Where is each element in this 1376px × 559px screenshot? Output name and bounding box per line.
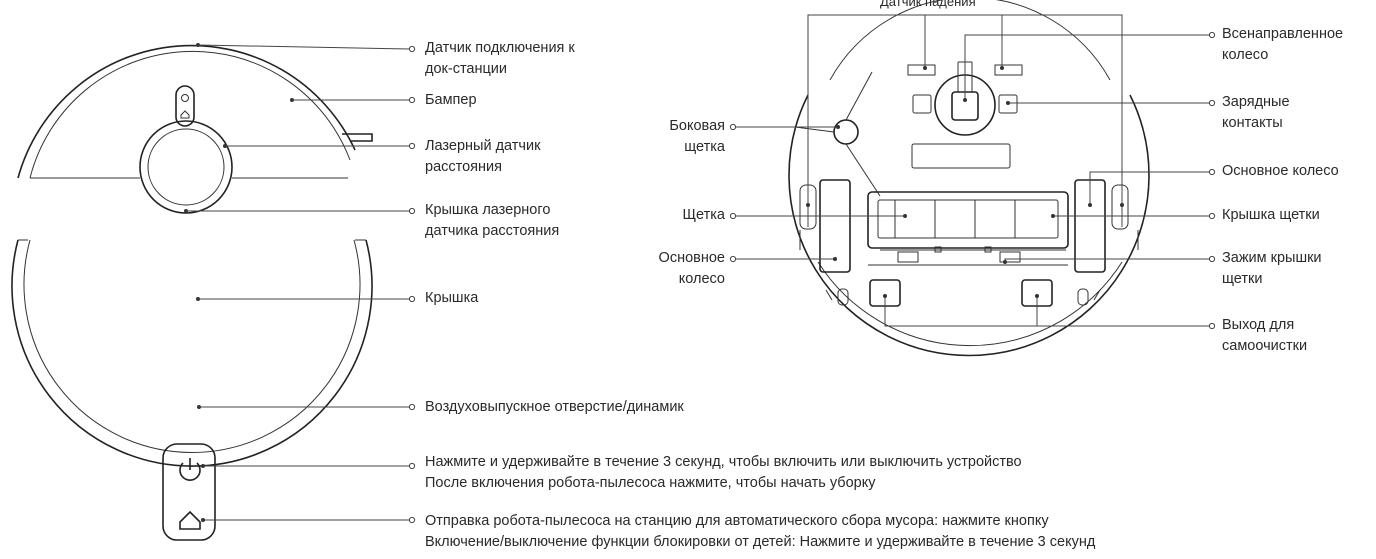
label-air-outlet: Воздуховыпускное отверстие/динамик	[425, 397, 684, 418]
label-line: После включения робота-пылесоса нажмите,…	[425, 475, 876, 491]
label-line: Воздуховыпускное отверстие/динамик	[425, 399, 684, 415]
side-brush-hub	[833, 119, 859, 145]
label-line: док-станции	[425, 61, 508, 77]
label-line: Зарядные	[1222, 94, 1290, 110]
bumper-tab	[342, 133, 373, 142]
label-brush-cover-clip: Зажим крышки щетки	[1222, 248, 1322, 290]
bottom-body-outline	[788, 94, 1150, 357]
bumper-inner	[23, 239, 361, 453]
pill-power-dot	[181, 94, 189, 102]
label-cover: Крышка	[425, 288, 478, 309]
bottom-view-robot	[788, 0, 1150, 357]
label-plate	[911, 143, 1011, 169]
label-line: Щетка	[682, 207, 725, 223]
bottom-body-inner	[829, 0, 1111, 81]
main-wheel-left	[819, 179, 851, 273]
label-line: Включение/выключение функции блокировки …	[425, 534, 1096, 550]
label-main-wheel-right: Основное колесо	[1222, 161, 1339, 182]
button-panel-outline	[162, 443, 216, 541]
label-self-clean-outlet: Выход для самоочистки	[1222, 315, 1307, 357]
label-line: щетка	[684, 139, 725, 155]
laser-sensor-inner	[147, 128, 225, 206]
label-line: Датчик падения	[880, 0, 976, 9]
label-line: Крышка щетки	[1222, 207, 1320, 223]
power-button-description: Нажмите и удерживайте в течение 3 секунд…	[425, 452, 1022, 494]
button-pill	[175, 85, 195, 127]
bottom-view-leaders	[729, 14, 1216, 330]
label-brush: Щетка	[682, 205, 725, 226]
label-line: колесо	[678, 271, 725, 287]
charging-contact-left	[912, 94, 932, 114]
power-icon	[179, 458, 201, 481]
label-line: Отправка робота-пылесоса на станцию для …	[425, 513, 1049, 529]
label-bumper: Бампер	[425, 90, 477, 111]
laser-sensor-outer	[139, 120, 233, 214]
label-line: датчика расстояния	[425, 223, 560, 239]
label-line: Крышка	[425, 290, 479, 306]
label-laser-sensor: Лазерный датчик расстояния	[425, 136, 540, 178]
top-view-leaders	[184, 43, 416, 411]
label-line: Датчик подключения к	[425, 40, 575, 56]
bottom-bumper-band	[817, 261, 1123, 347]
bumper-split	[18, 177, 366, 241]
label-line: Зажим крышки	[1222, 250, 1322, 266]
label-charging-contacts: Зарядные контакты	[1222, 92, 1290, 134]
charging-contact-right	[998, 94, 1018, 114]
label-brush-cover: Крышка щетки	[1222, 205, 1320, 226]
pill-home-glyph	[180, 110, 190, 119]
main-brush	[877, 199, 1059, 239]
bumper-outline	[11, 44, 373, 467]
label-line: Основное колесо	[1222, 163, 1339, 179]
label-dock-sensor: Датчик подключения к док-станции	[425, 38, 575, 80]
label-line: самоочистки	[1222, 338, 1308, 354]
label-line: колесо	[1222, 47, 1269, 63]
label-line: Лазерный датчик	[425, 138, 541, 154]
label-line: Выход для	[1222, 317, 1295, 333]
label-omni-wheel: Всенаправленное колесо	[1222, 24, 1343, 66]
label-line: Боковая	[669, 118, 725, 134]
top-view-robot	[11, 44, 373, 467]
top-inner-arc	[29, 50, 351, 179]
label-line: щетки	[1222, 271, 1263, 287]
brush-compartment	[867, 191, 1069, 249]
label-line: расстояния	[425, 159, 502, 175]
home-icon	[179, 510, 201, 530]
label-main-wheel-left: Основное колесо	[659, 248, 725, 290]
label-line: Бампер	[425, 92, 477, 108]
label-line: Основное	[658, 250, 725, 266]
label-cliff-sensor: Датчик падения	[880, 0, 976, 12]
home-button-description: Отправка робота-пылесоса на станцию для …	[425, 511, 1095, 553]
button-panel	[162, 443, 416, 541]
label-laser-cover: Крышка лазерного датчика расстояния	[425, 200, 559, 242]
label-line: Крышка лазерного	[425, 202, 551, 218]
label-side-brush: Боковая щетка	[669, 116, 725, 158]
label-line: Всенаправленное	[1222, 26, 1344, 42]
label-line: контакты	[1222, 115, 1283, 131]
label-line: Нажмите и удерживайте в течение 3 секунд…	[425, 454, 1022, 470]
